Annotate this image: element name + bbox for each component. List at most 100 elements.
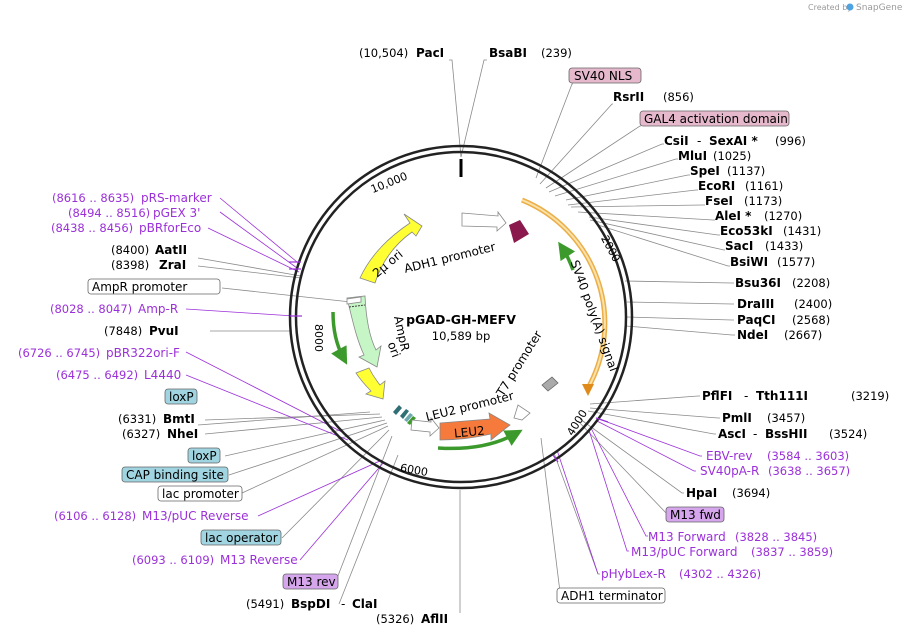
site-zrai: ZraI [159, 258, 186, 272]
site-ecori: EcoRI [698, 179, 735, 193]
svg-text:(7848): (7848) [104, 324, 142, 338]
primer-pbr322ori-f: pBR322ori-F [106, 346, 180, 360]
svg-text:M13 fwd: M13 fwd [670, 508, 721, 522]
site-bspdi: BspDI [291, 597, 330, 611]
svg-text:-: - [753, 427, 757, 441]
feature-box-sv40-nls [568, 67, 642, 84]
site-nhei: NheI [167, 427, 198, 441]
site-ndei: NdeI [737, 328, 768, 342]
svg-text:(1270): (1270) [764, 209, 802, 223]
svg-text:(996): (996) [775, 134, 806, 148]
primer-pgex3: pGEX 3' [153, 206, 200, 220]
svg-text:-: - [697, 134, 701, 148]
feature-box-lac-operator [200, 529, 282, 546]
site-aatii: AatII [155, 243, 187, 257]
site-bsabi: BsaBI [489, 46, 527, 60]
feature-box-loxp-2 [187, 447, 221, 464]
primer-l4440: L4440 [144, 368, 181, 382]
site-aflii: AflII [421, 612, 448, 626]
plasmid-size: 10,589 bp [432, 329, 491, 343]
svg-text:(3584 .. 3603): (3584 .. 3603) [767, 449, 849, 463]
credit-prefix: Created by [808, 3, 852, 12]
svg-text:GAL4 activation domain: GAL4 activation domain [644, 112, 788, 126]
svg-text:(1433): (1433) [765, 239, 803, 253]
svg-text:(1137): (1137) [727, 164, 765, 178]
label-ori: ori [385, 340, 403, 359]
primer-m13-puc-forward: M13/pUC Forward [631, 545, 738, 559]
site-rsrii: RsrII [613, 90, 644, 104]
svg-text:(1161): (1161) [745, 179, 783, 193]
site-labels-left: (10,504) PacI (8616 .. 8635) pRS-marker … [18, 46, 448, 626]
connector-lines-left [197, 257, 461, 613]
site-bmti: BmtI [163, 412, 195, 426]
svg-text:loxP: loxP [192, 449, 217, 463]
svg-text:(2400): (2400) [794, 297, 832, 311]
label-leu2: LEU2 [453, 424, 485, 441]
site-alei: AleI * [715, 209, 752, 223]
site-bsshii: BssHII [765, 427, 807, 441]
svg-text:(856): (856) [663, 90, 694, 104]
svg-text:-: - [744, 389, 748, 403]
site-sexai: SexAI * [709, 134, 758, 148]
plasmid-name: pGAD-GH-MEFV [406, 312, 516, 327]
svg-text:(8400): (8400) [111, 243, 149, 257]
tick-8000: 8000 [312, 324, 325, 352]
leu2-arrow [439, 412, 511, 441]
primer-pbrforeco: pBRforEco [139, 221, 201, 235]
site-asci: AscI [718, 427, 746, 441]
svg-text:CAP binding site: CAP binding site [126, 468, 224, 482]
site-saci: SacI [725, 239, 753, 253]
svg-text:(5326): (5326) [376, 612, 414, 626]
svg-text:(3219): (3219) [851, 389, 889, 403]
svg-text:(2667): (2667) [784, 328, 822, 342]
svg-text:(8398): (8398) [111, 258, 149, 272]
feature-arcs [289, 197, 609, 463]
site-pmli: PmlI [722, 411, 752, 425]
svg-text:AmpR promoter: AmpR promoter [92, 280, 187, 294]
feature-box-adh1-terminator [556, 587, 666, 604]
svg-text:(10,504): (10,504) [359, 46, 408, 60]
svg-text:(8494 .. 8516): (8494 .. 8516) [68, 206, 150, 220]
site-spei: SpeI [690, 164, 720, 178]
primer-lines-right [556, 418, 702, 575]
primer-m13-forward: M13 Forward [648, 530, 726, 544]
tick-6000: 6000 [399, 461, 429, 479]
feature-box-lac-promoter [157, 485, 243, 502]
svg-text:(4302 .. 4326): (4302 .. 4326) [679, 567, 761, 581]
primer-sv40pa-r: SV40pA-R [700, 464, 759, 478]
svg-text:(8616 .. 8635): (8616 .. 8635) [52, 191, 134, 205]
feature-box-m13-rev [282, 573, 339, 590]
site-bsu36i: Bsu36I [735, 276, 781, 290]
primer-prs-marker: pRS-marker [141, 191, 212, 205]
svg-text:(1173): (1173) [744, 194, 782, 208]
svg-text:(3694): (3694) [732, 486, 770, 500]
svg-text:(3828 .. 3845): (3828 .. 3845) [735, 530, 817, 544]
svg-text:(6106 .. 6128): (6106 .. 6128) [54, 509, 136, 523]
svg-text:(3524): (3524) [829, 427, 867, 441]
ori-arrow [355, 367, 386, 400]
site-hpai: HpaI [686, 486, 717, 500]
snapgene-logo-icon [846, 3, 854, 11]
svg-text:(1431): (1431) [783, 224, 821, 238]
svg-text:(2568): (2568) [792, 313, 830, 327]
svg-text:lac promoter: lac promoter [162, 487, 239, 501]
primer-amp-r: Amp-R [138, 302, 178, 316]
site-csii: CsiI [664, 134, 689, 148]
credit-brand: SnapGene [856, 3, 903, 13]
primer-phyblex-r: pHybLex-R [601, 567, 666, 581]
feature-box-cap-binding-site [121, 466, 229, 483]
svg-text:(6093 .. 6109): (6093 .. 6109) [132, 553, 214, 567]
primer-m13-puc-reverse: M13/pUC Reverse [142, 509, 249, 523]
backbone [288, 144, 634, 490]
svg-text:M13 rev: M13 rev [287, 575, 336, 589]
sv40-nls-arrow [509, 220, 529, 243]
svg-text:(6331): (6331) [118, 412, 156, 426]
svg-text:SV40 NLS: SV40 NLS [574, 69, 632, 83]
site-bsiwi: BsiWI [730, 255, 768, 269]
svg-text:(5491): (5491) [246, 597, 284, 611]
feature-box-gal4 [639, 110, 790, 127]
feature-box-ampr-promoter [87, 278, 221, 295]
primer-lines-left [185, 197, 385, 561]
feature-box-m13-fwd [665, 506, 725, 523]
